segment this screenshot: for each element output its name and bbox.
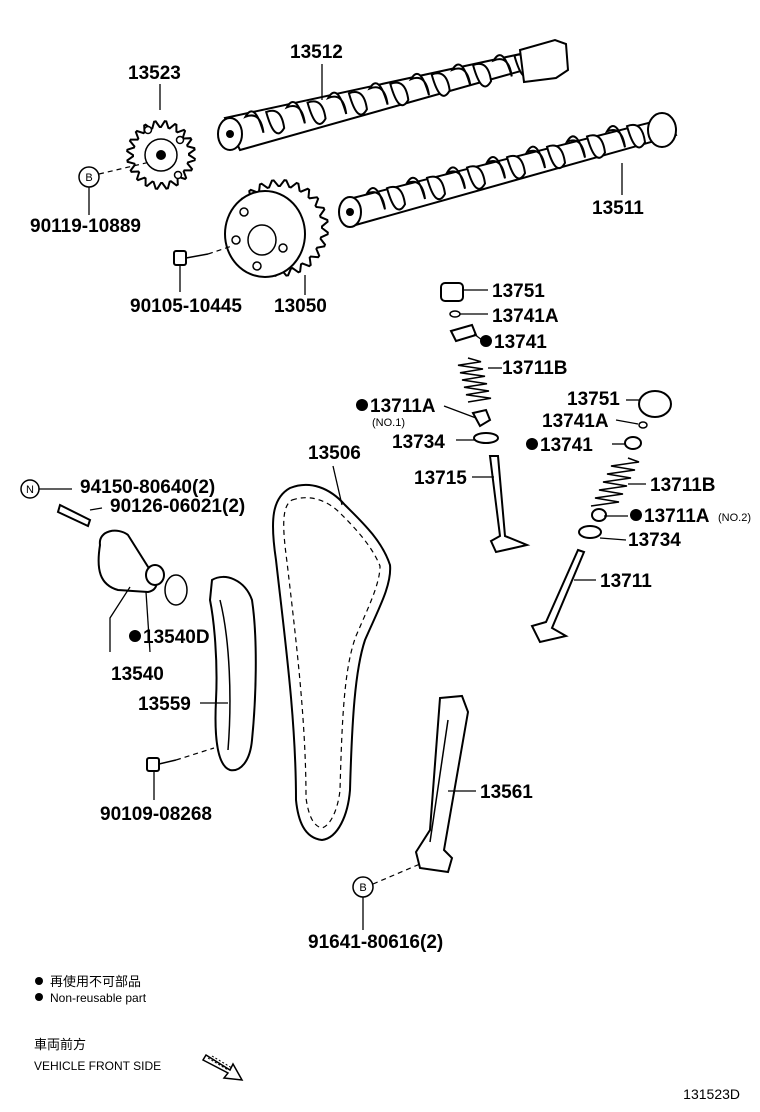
bolt-90105-10445 <box>173 245 233 266</box>
label-13711: 13711 <box>600 571 652 592</box>
vvt-gear-13050 <box>224 179 329 278</box>
nonreusable-dot-13711a-a <box>356 399 368 411</box>
chain-tensioner-13540: N <box>20 479 188 653</box>
label-13506: 13506 <box>308 443 361 464</box>
cam-lobe <box>425 175 447 201</box>
cam-lobe <box>524 145 546 169</box>
label-90105-10445: 90105-10445 <box>130 296 242 317</box>
nonreusable-dot-13711a-b <box>630 509 642 521</box>
part-labels: 13512 13523 90119-10889 13511 90105-1044… <box>30 42 751 953</box>
timing-chain-13506 <box>271 483 392 842</box>
label-13511: 13511 <box>592 198 644 219</box>
legend-front-en: VEHICLE FRONT SIDE <box>34 1059 161 1073</box>
nonreusable-dot-13741-b <box>526 438 538 450</box>
label-13741-a: 13741 <box>494 332 547 353</box>
cam-lobe <box>325 91 348 115</box>
label-no1: (NO.1) <box>372 417 405 429</box>
cam-lobe <box>471 62 493 88</box>
svg-text:N: N <box>26 484 34 496</box>
label-13540: 13540 <box>111 664 164 685</box>
legend-nonreusable-jp: 再使用不可部品 <box>50 974 141 990</box>
cam-lobe <box>604 125 626 148</box>
label-90119-10889: 90119-10889 <box>30 216 141 237</box>
nonreusable-dot-13540d <box>129 630 141 642</box>
camshaft-13512 <box>217 38 570 152</box>
cam-lobe <box>491 54 513 77</box>
cam-lobe <box>505 154 527 180</box>
callout-b-upper: B <box>78 161 151 215</box>
cam-lobe <box>347 91 368 116</box>
cam-lobe <box>284 101 306 124</box>
valve-set-2 <box>530 390 672 644</box>
cam-lobe <box>404 176 426 200</box>
label-13711a-b: 13711A <box>644 506 710 527</box>
label-no2: (NO.2) <box>718 512 751 524</box>
cam-sprocket-13523 <box>126 120 196 190</box>
cam-lobe <box>306 100 327 125</box>
cam-lobe <box>367 82 389 105</box>
legend: 再使用不可部品 Non-reusable part 車両前方 VEHICLE F… <box>34 974 740 1102</box>
legend-dot-en <box>35 993 43 1001</box>
cam-lobe <box>264 109 286 135</box>
legend-nonreusable-en: Non-reusable part <box>50 991 147 1005</box>
cam-lobe <box>430 72 451 97</box>
legend-dot-jp <box>35 977 43 985</box>
cam-lobe <box>444 166 466 189</box>
cam-lobe <box>385 185 407 211</box>
cam-lobe <box>625 123 647 149</box>
svg-text:B: B <box>85 172 92 184</box>
label-91641-80616: 91641-80616(2) <box>308 932 443 953</box>
cam-lobe <box>408 72 430 96</box>
label-13540d: 13540D <box>143 627 210 648</box>
front-arrow-icon <box>201 1053 244 1081</box>
label-13734-a: 13734 <box>392 432 445 453</box>
label-13751-a: 13751 <box>492 281 545 302</box>
label-13741a-b: 13741A <box>542 411 609 432</box>
chain-slipper-13559 <box>146 575 257 800</box>
callout-b-lower: B <box>352 863 421 930</box>
legend-front-jp: 車両前方 <box>34 1037 86 1053</box>
label-13741-b: 13741 <box>540 435 593 456</box>
label-90109-08268: 90109-08268 <box>100 804 212 825</box>
cam-lobe <box>484 156 506 179</box>
cam-lobe <box>389 81 410 107</box>
label-90126-06021: 90126-06021(2) <box>110 496 245 517</box>
label-13559: 13559 <box>138 694 191 715</box>
cam-lobe <box>450 63 472 87</box>
label-13711b-a: 13711B <box>502 358 568 379</box>
label-13050: 13050 <box>274 296 327 317</box>
label-13711a-a: 13711A <box>370 396 436 417</box>
camshaft-13511 <box>338 112 678 228</box>
label-13751-b: 13751 <box>567 389 620 410</box>
label-13741a-a: 13741A <box>492 306 559 327</box>
cam-lobe <box>585 134 607 159</box>
chain-damper-13561 <box>414 694 476 874</box>
label-13711b-b: 13711B <box>650 475 716 496</box>
cam-lobe <box>564 135 586 158</box>
label-13734-b: 13734 <box>628 530 681 551</box>
cam-lobe <box>243 110 265 133</box>
label-94150-80640: 94150-80640(2) <box>80 477 215 498</box>
label-13512: 13512 <box>290 42 343 63</box>
label-13523: 13523 <box>128 63 181 84</box>
cam-lobe <box>545 144 567 170</box>
cam-lobe <box>364 187 386 210</box>
label-13715: 13715 <box>414 468 467 489</box>
svg-text:B: B <box>359 882 366 894</box>
nonreusable-dot-13741-a <box>480 335 492 347</box>
label-13561: 13561 <box>480 782 533 803</box>
cam-lobe <box>465 165 487 190</box>
valve-set-1 <box>440 282 531 554</box>
diagram-code: 131523D <box>683 1086 740 1102</box>
